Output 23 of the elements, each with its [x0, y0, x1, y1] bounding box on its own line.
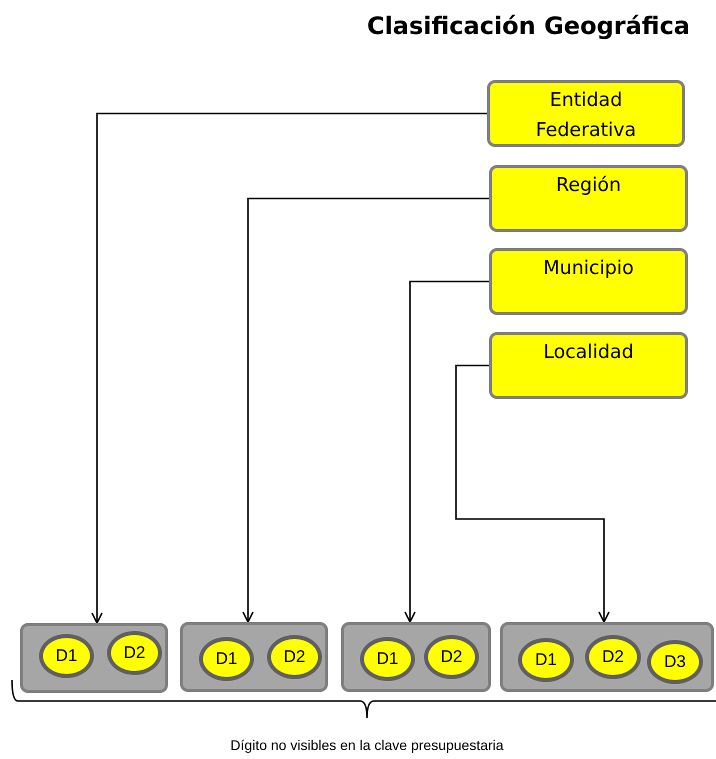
digit-group-box: [180, 622, 328, 692]
digit-group-box: [341, 622, 491, 692]
category-box: Municipio: [489, 248, 688, 315]
digit-oval: D1: [199, 637, 254, 681]
digit-group-box: [500, 622, 714, 692]
digit-oval: D2: [424, 635, 479, 679]
arrow: [404, 280, 489, 623]
category-box: Localidad: [489, 332, 688, 399]
arrow: [91, 112, 487, 624]
category-box: Región: [489, 165, 688, 232]
digit-oval: D3: [647, 640, 703, 684]
category-box: Entidad Federativa: [487, 80, 685, 147]
digit-oval: D2: [585, 635, 641, 679]
caption-note: Dígito no visibles en la clave presupuestaria: [229, 737, 505, 753]
digit-oval: D1: [39, 634, 94, 678]
digit-oval: D2: [267, 635, 322, 679]
digit-oval: D1: [360, 637, 415, 681]
digit-oval: D1: [518, 638, 574, 682]
arrow: [455, 364, 610, 623]
digit-group-box: [20, 623, 168, 693]
arrow: [242, 198, 489, 623]
digit-oval: D2: [107, 631, 162, 675]
title: Clasificación Geográfica: [366, 12, 690, 40]
